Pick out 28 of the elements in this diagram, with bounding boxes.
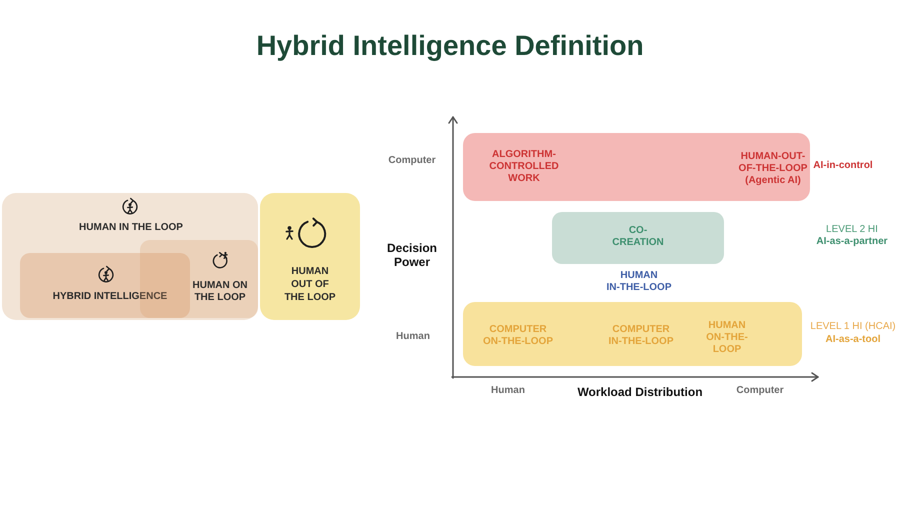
axis-label: Human xyxy=(396,331,430,342)
band-label: CO-CREATION xyxy=(612,225,664,248)
axis-title: Decision Power xyxy=(386,241,437,269)
region-label: HUMAN IN THE LOOP xyxy=(79,222,183,233)
level-label: LEVEL 1 HI (HCAI) xyxy=(810,321,896,332)
axis-label: Human xyxy=(491,385,525,396)
level-label: AI-as-a-tool xyxy=(826,334,880,345)
band-panel xyxy=(463,133,810,201)
axis-title: Workload Distribution xyxy=(577,385,703,399)
band-label: HUMAN-OUT-OF-THE-LOOP (Agentic AI) xyxy=(738,151,808,186)
zone-label: HUMAN IN-THE-LOOP xyxy=(606,270,672,293)
level-label: AI-in-control xyxy=(813,160,873,171)
band-label: HUMAN ON-THE-LOOP xyxy=(706,320,748,355)
region-label: HUMAN OUT OF THE LOOP xyxy=(284,266,336,303)
diagram-title: Hybrid Intelligence Definition xyxy=(256,30,644,61)
region-panel xyxy=(2,193,258,320)
level-label: LEVEL 2 HI xyxy=(826,224,878,235)
level-label: AI-as-a-partner xyxy=(816,236,888,247)
band-panel xyxy=(552,212,724,264)
axis-label: Computer xyxy=(736,385,784,396)
region-label: HYBRID INTELLIGENCE xyxy=(52,291,168,302)
region-panel xyxy=(260,193,360,320)
band-label: ALGORITHM-CONTROLLED WORK xyxy=(489,149,559,184)
axis-label: Computer xyxy=(388,155,436,166)
band-label: COMPUTER ON-THE-LOOP xyxy=(483,324,553,347)
band-label: COMPUTER IN-THE-LOOP xyxy=(608,324,674,347)
band-panel xyxy=(463,302,802,366)
region-label: HUMAN ON THE LOOP xyxy=(192,280,248,303)
